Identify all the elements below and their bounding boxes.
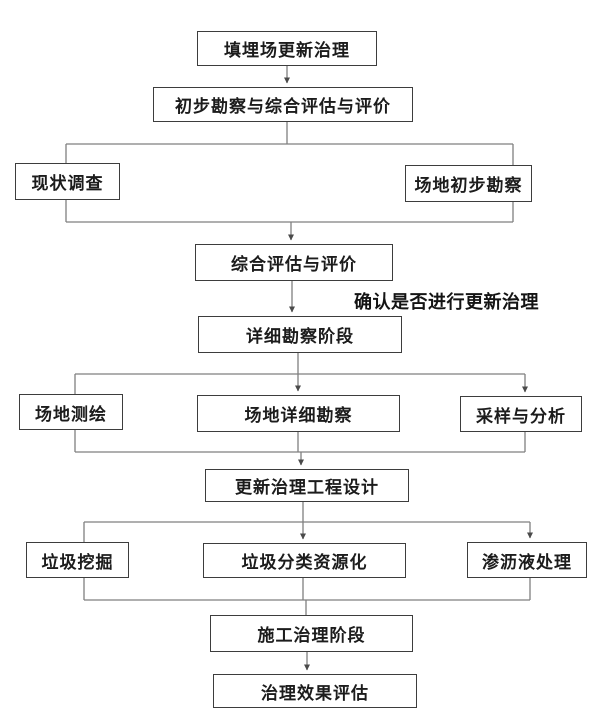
node-site-mapping: 场地测绘 bbox=[19, 394, 123, 430]
node-sampling-analysis: 采样与分析 bbox=[460, 396, 582, 432]
node-comprehensive-assessment: 综合评估与评价 bbox=[195, 244, 393, 281]
node-detailed-survey-phase: 详细勘察阶段 bbox=[198, 316, 402, 353]
node-preliminary-survey-assessment: 初步勘察与综合评估与评价 bbox=[153, 87, 413, 122]
node-waste-excavation: 垃圾挖掘 bbox=[26, 542, 129, 578]
node-effect-evaluation: 治理效果评估 bbox=[213, 674, 417, 708]
decision-annotation: 确认是否进行更新治理 bbox=[354, 292, 539, 312]
node-leachate-treatment: 渗沥液处理 bbox=[467, 542, 587, 578]
node-waste-sorting-recycling: 垃圾分类资源化 bbox=[203, 543, 406, 578]
node-construction-phase: 施工治理阶段 bbox=[210, 615, 413, 652]
node-site-detailed-survey: 场地详细勘察 bbox=[197, 395, 400, 432]
connector-paths bbox=[65, 66, 533, 671]
node-current-status-investigation: 现状调查 bbox=[15, 163, 120, 200]
node-site-preliminary-survey: 场地初步勘察 bbox=[405, 165, 532, 202]
node-renewal-engineering-design: 更新治理工程设计 bbox=[205, 469, 409, 502]
node-landfill-renewal: 填埋场更新治理 bbox=[197, 31, 377, 66]
